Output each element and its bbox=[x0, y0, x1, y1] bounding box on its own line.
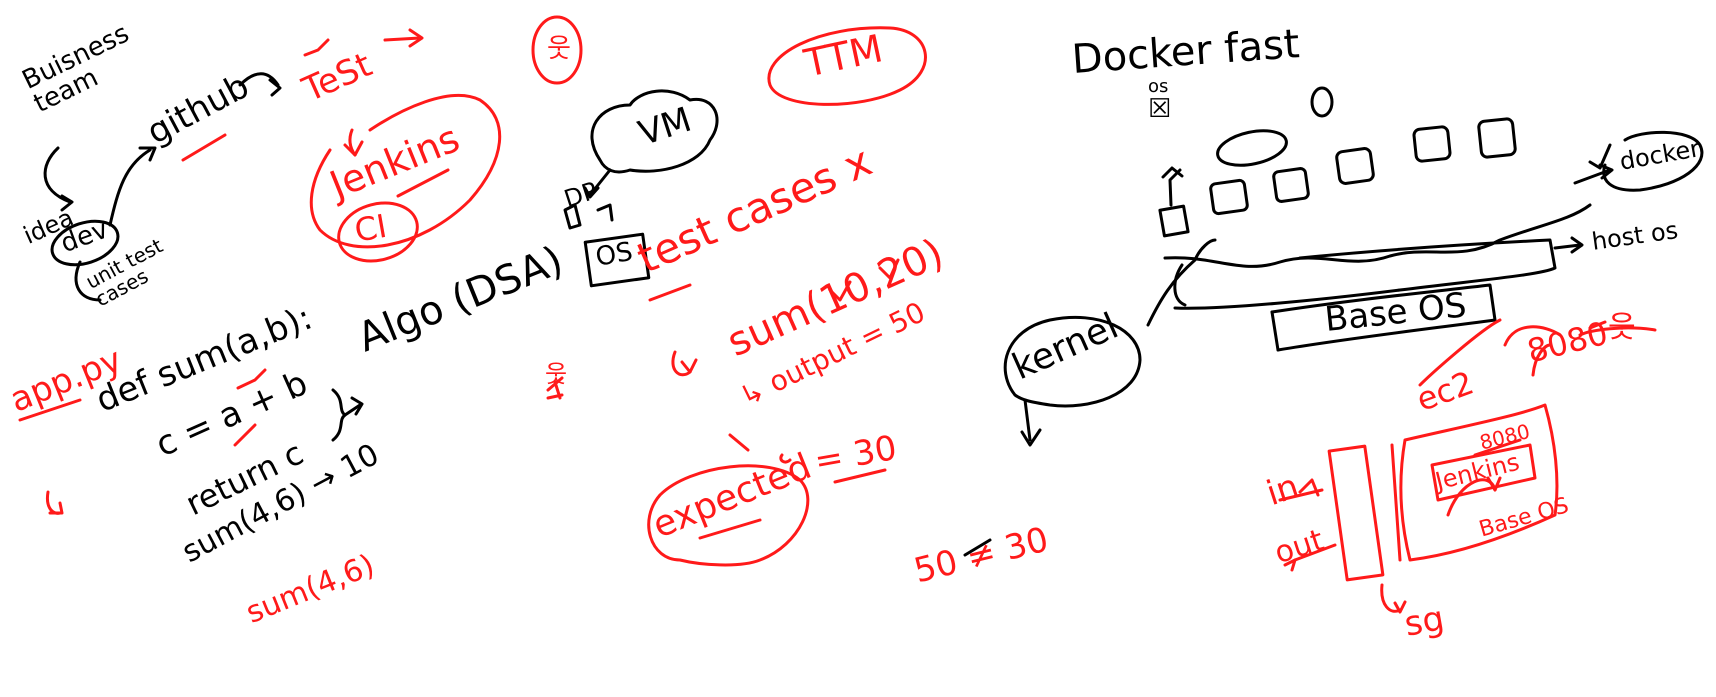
ci-label: CI bbox=[351, 206, 390, 250]
os-box-label: OS bbox=[593, 236, 636, 273]
person-icon-right: 웃 bbox=[1608, 310, 1636, 345]
ec2-strokes bbox=[1278, 318, 1657, 614]
ci-strokes bbox=[18, 15, 583, 515]
os-small-label: os bbox=[1148, 76, 1169, 97]
person-icon-top: 웃 bbox=[547, 34, 571, 64]
crossed-box-icon: ☒ bbox=[1148, 94, 1172, 124]
sg-label: sg bbox=[1401, 598, 1448, 645]
docker-strokes bbox=[1003, 86, 1704, 447]
dev-flow-strokes bbox=[43, 72, 282, 302]
person-icon-middle: 웃 bbox=[545, 360, 568, 388]
test-strokes bbox=[647, 26, 927, 567]
vm-os-strokes bbox=[563, 89, 719, 288]
compare-strokes bbox=[963, 538, 992, 557]
code-strokes bbox=[331, 388, 364, 442]
